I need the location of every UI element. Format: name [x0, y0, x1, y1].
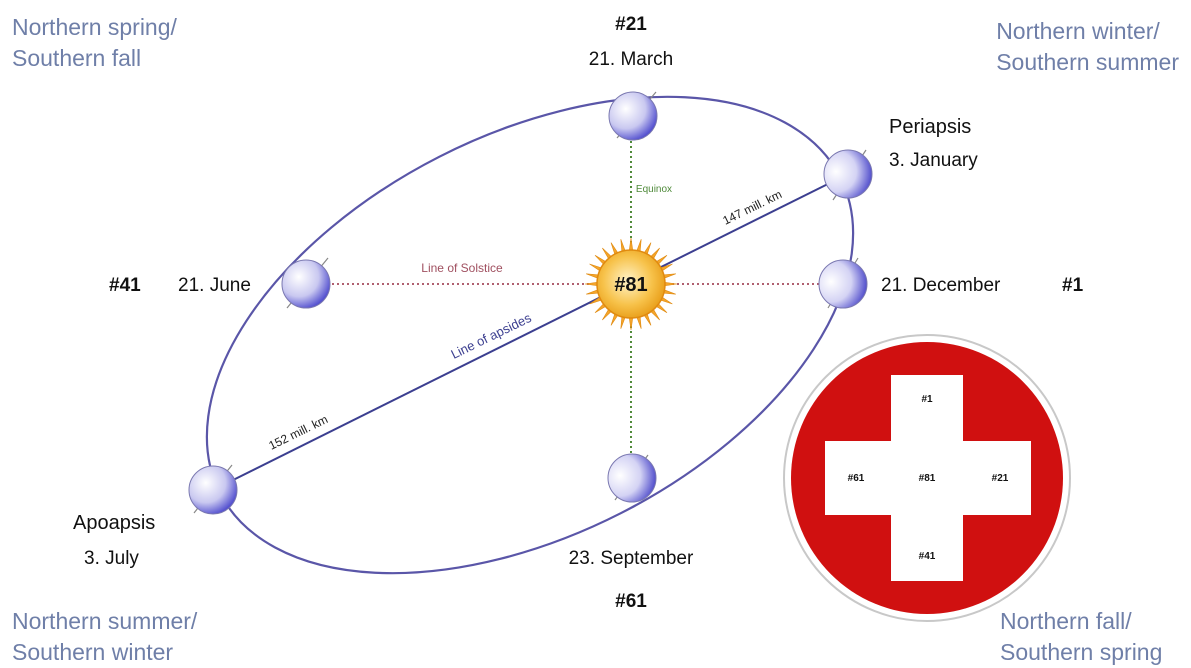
earth-december-icon [818, 257, 868, 309]
badge-center-label: #81 [919, 473, 936, 484]
earth-periapsis-icon [823, 149, 873, 201]
apsides-line [212, 173, 849, 491]
badge-bottom-label: #41 [919, 551, 936, 562]
equinox-label: Equinox [636, 184, 672, 195]
season-line: Southern fall [12, 45, 142, 71]
september-date: 23. September [569, 548, 694, 569]
earth-march-icon [608, 91, 658, 141]
season-line: Northern summer/ [12, 608, 198, 634]
solstice-label: Line of Solstice [421, 261, 503, 275]
december-number: #1 [1062, 275, 1084, 296]
season-line: Southern summer [996, 49, 1179, 75]
badge-left-label: #61 [848, 473, 865, 484]
badge-right-label: #21 [992, 473, 1009, 484]
season-line: Northern fall/ [1000, 608, 1132, 634]
december-date: 21. December [881, 275, 1001, 296]
march-number: #21 [615, 14, 647, 35]
season-line: Southern winter [12, 639, 174, 665]
apoapsis-date: 3. July [84, 548, 139, 569]
badge-top-label: #1 [921, 394, 933, 405]
sun-icon: #81 [584, 237, 678, 331]
season-line: Southern spring [1000, 639, 1163, 665]
season-caption-bottom-left: Northern summer/ Southern winter [12, 606, 197, 668]
season-caption-bottom-right: Northern fall/ Southern spring [1000, 606, 1162, 668]
june-date: 21. June [178, 275, 251, 296]
march-date: 21. March [589, 49, 673, 70]
cross-badge: #1 #61 #81 #21 #41 [783, 334, 1071, 622]
periapsis-name: Periapsis [889, 116, 971, 138]
earth-apoapsis-icon [188, 464, 238, 515]
apoapsis-name: Apoapsis [73, 512, 155, 534]
sun-label: #81 [614, 274, 647, 296]
season-line: Northern winter/ [996, 18, 1160, 44]
season-caption-top-right: Northern winter/ Southern summer [996, 16, 1179, 78]
cross-shape [825, 375, 1031, 581]
september-number: #61 [615, 591, 647, 612]
earth-june-icon [281, 257, 331, 309]
season-caption-top-left: Northern spring/ Southern fall [12, 12, 177, 74]
periapsis-date: 3. January [889, 150, 978, 171]
earth-september-icon [607, 453, 657, 503]
season-line: Northern spring/ [12, 14, 177, 40]
june-number: #41 [109, 275, 141, 296]
